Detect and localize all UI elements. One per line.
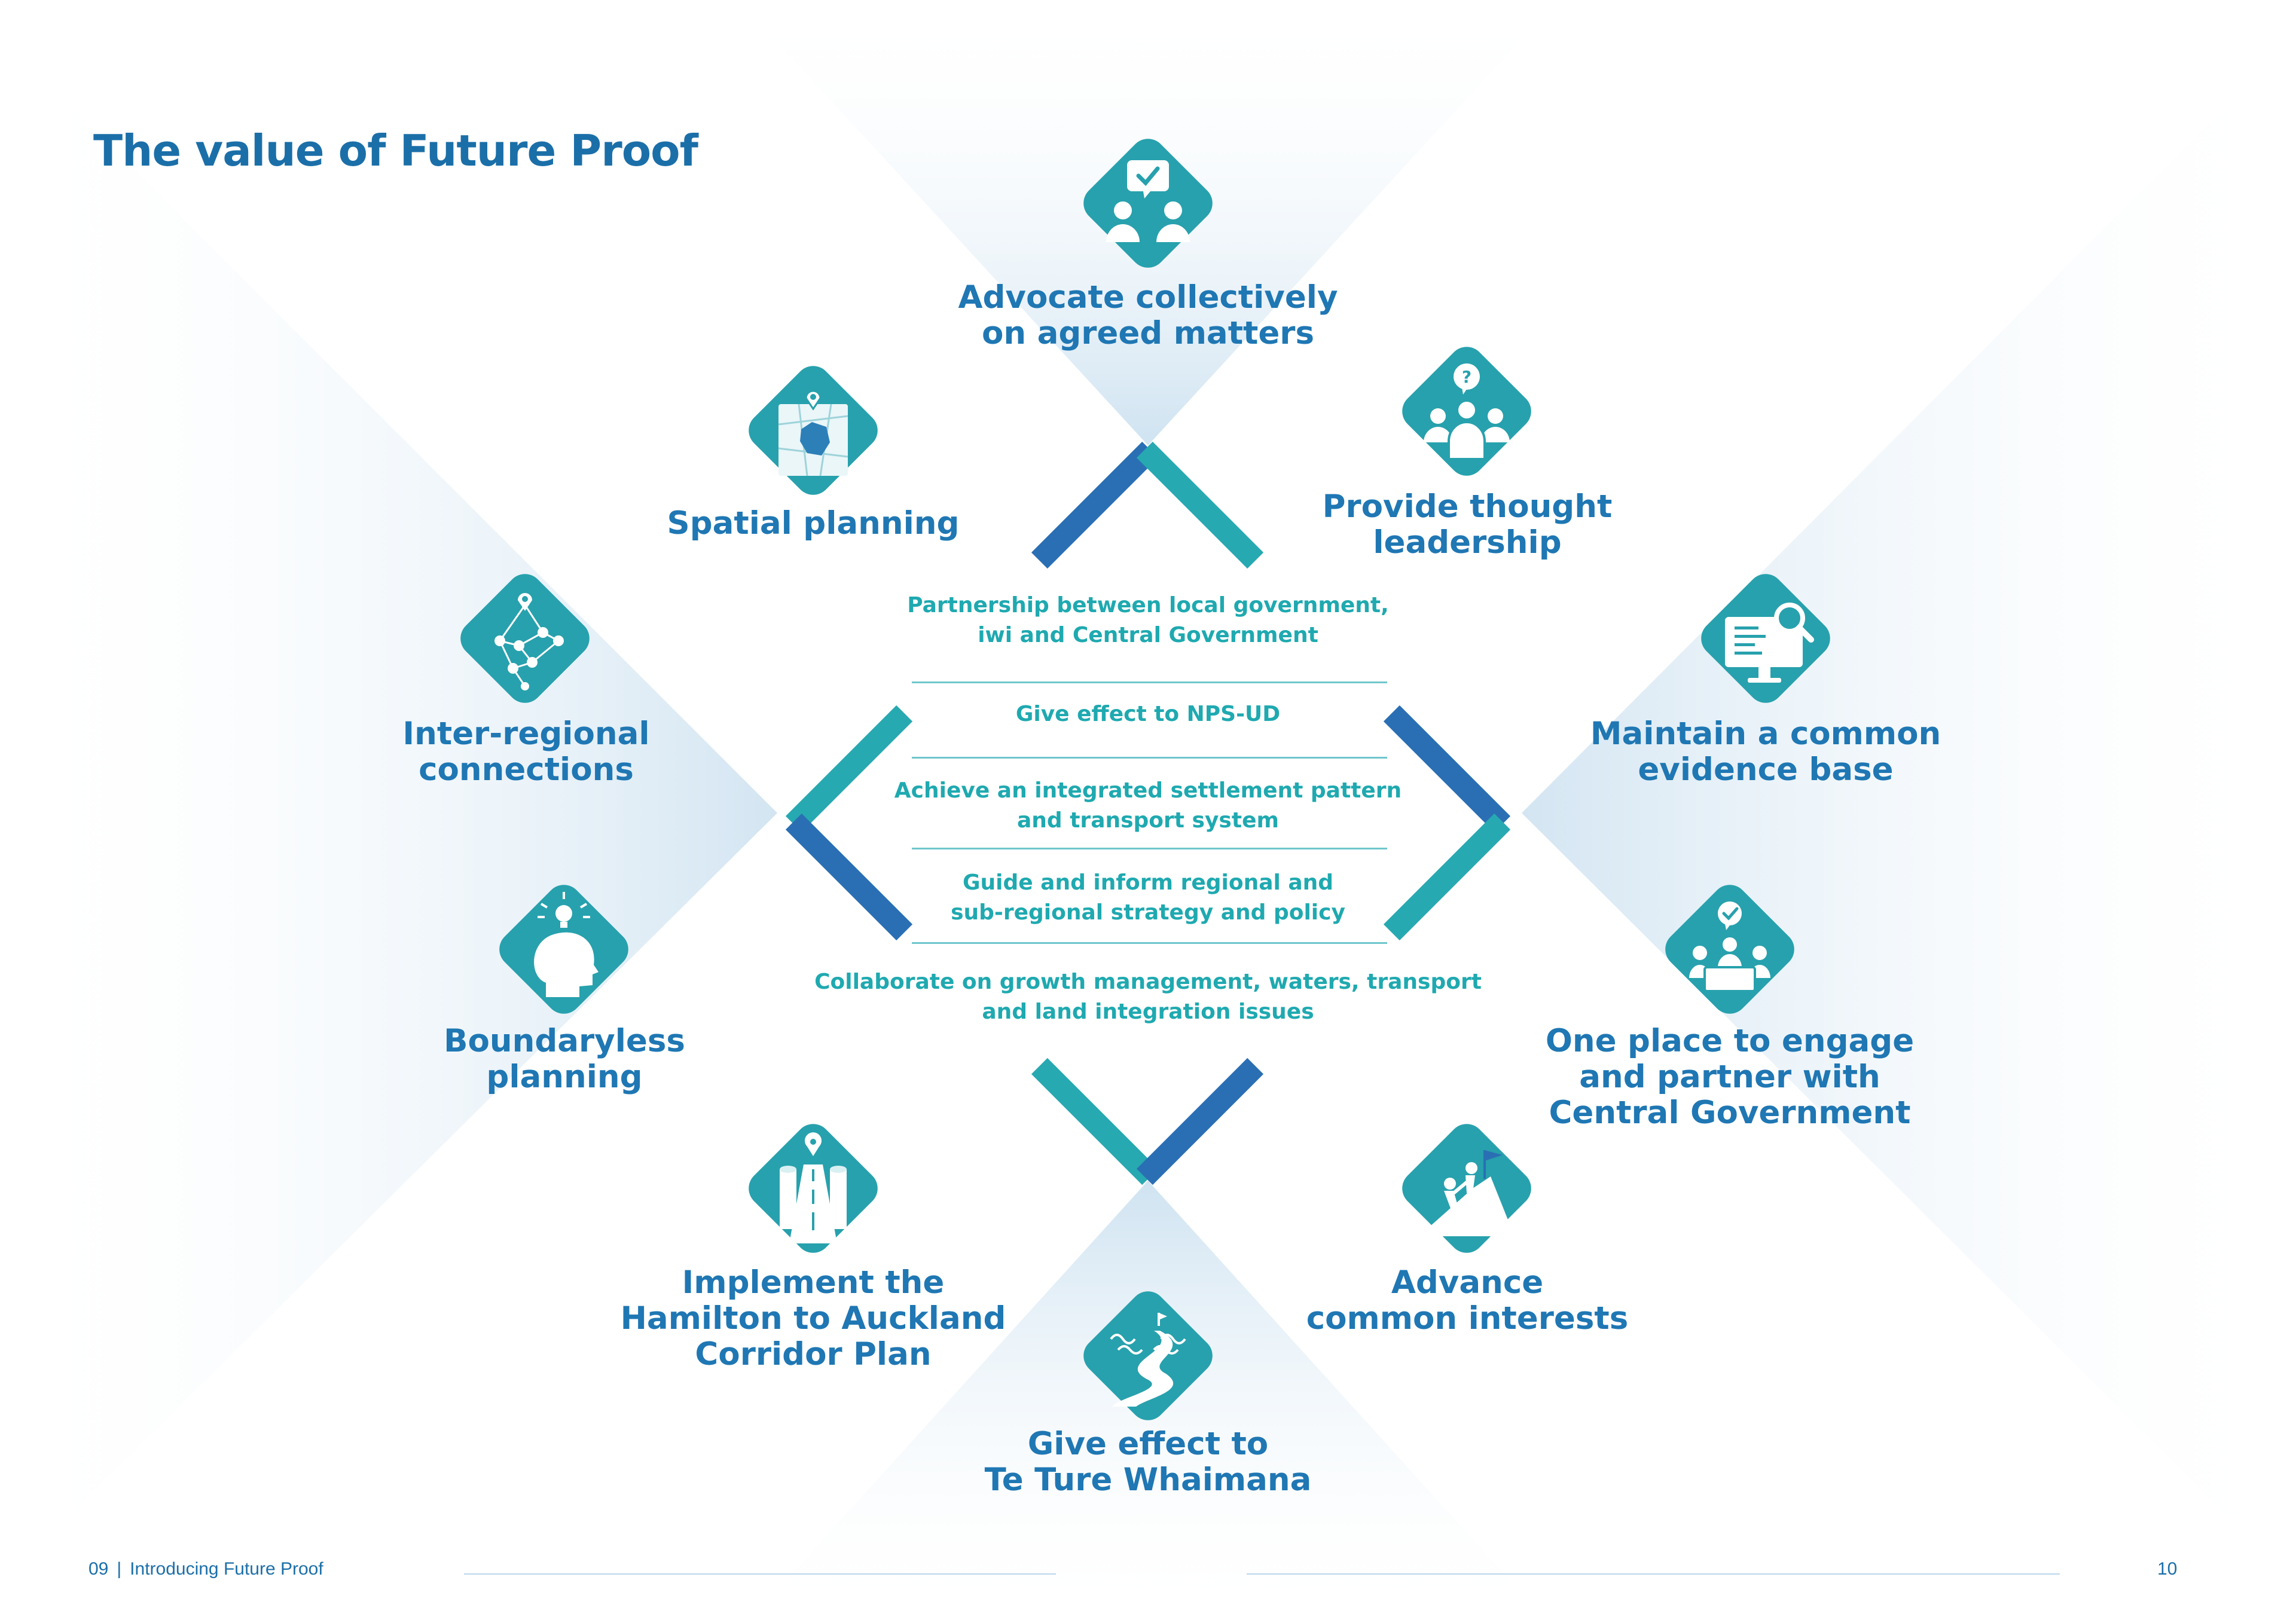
center-item-nps-ud: Give effect to NPS-UD: [1015, 702, 1281, 726]
value-label-evidence: Maintain a common evidence base: [1590, 716, 1941, 788]
value-label-spatial: Spatial planning: [667, 505, 960, 542]
road-map-pin-icon: [741, 1117, 885, 1260]
value-label-interregional: Inter-regional connections: [402, 716, 650, 788]
right-chevron: [1383, 705, 1511, 941]
value-label-whaimana: Give effect to Te Ture Whaimana: [984, 1426, 1312, 1498]
divider: [912, 757, 1387, 759]
left-chevron: [785, 705, 913, 941]
page-number-left: 09: [88, 1559, 109, 1579]
top-chevron: [1031, 441, 1264, 569]
value-label-interests: Advance common interests: [1306, 1264, 1629, 1337]
center-item-partnership: Partnership between local government, iw…: [907, 593, 1389, 647]
divider: [912, 848, 1387, 849]
value-label-engage: One place to engage and partner with Cen…: [1545, 1023, 1915, 1131]
people-checkmark-icon: [1076, 132, 1220, 275]
people-question-icon: ?: [1395, 340, 1538, 483]
network-nodes-icon: [453, 567, 597, 710]
right-wedge: [1522, 36, 2296, 1584]
center-item-strategy: Guide and inform regional and sub-region…: [951, 870, 1345, 925]
bottom-chevron: [1031, 1057, 1264, 1185]
footer-rule-right: [1247, 1573, 2060, 1575]
section-name: Introducing Future Proof: [130, 1559, 323, 1579]
footer-left: 09 | Introducing Future Proof: [88, 1559, 323, 1579]
meeting-table-icon: [1658, 878, 1802, 1021]
value-label-corridor: Implement the Hamilton to Auckland Corri…: [620, 1264, 1006, 1373]
svg-text:?: ?: [1462, 367, 1471, 387]
head-lightbulb-icon: [492, 878, 636, 1021]
divider: [912, 942, 1387, 944]
divider: [912, 681, 1387, 683]
center-item-collaborate: Collaborate on growth management, waters…: [814, 970, 1482, 1024]
climbers-flag-icon: [1395, 1117, 1538, 1260]
page-number-right: 10: [2157, 1559, 2178, 1579]
footer-separator: |: [117, 1559, 122, 1579]
page-title: The value of Future Proof: [93, 126, 698, 176]
monitor-magnifier-icon: [1694, 567, 1837, 710]
left-wedge: [0, 36, 777, 1584]
center-item-settlement: Achieve an integrated settlement pattern…: [894, 778, 1402, 833]
river-path-icon: [1076, 1284, 1220, 1428]
footer-rule-left: [464, 1573, 1056, 1575]
value-label-thought: Provide thought leadership: [1322, 488, 1613, 561]
value-label-advocate: Advocate collectively on agreed matters: [958, 279, 1338, 352]
value-label-boundaryless: Boundaryless planning: [444, 1023, 685, 1095]
map-location-icon: [741, 359, 885, 502]
